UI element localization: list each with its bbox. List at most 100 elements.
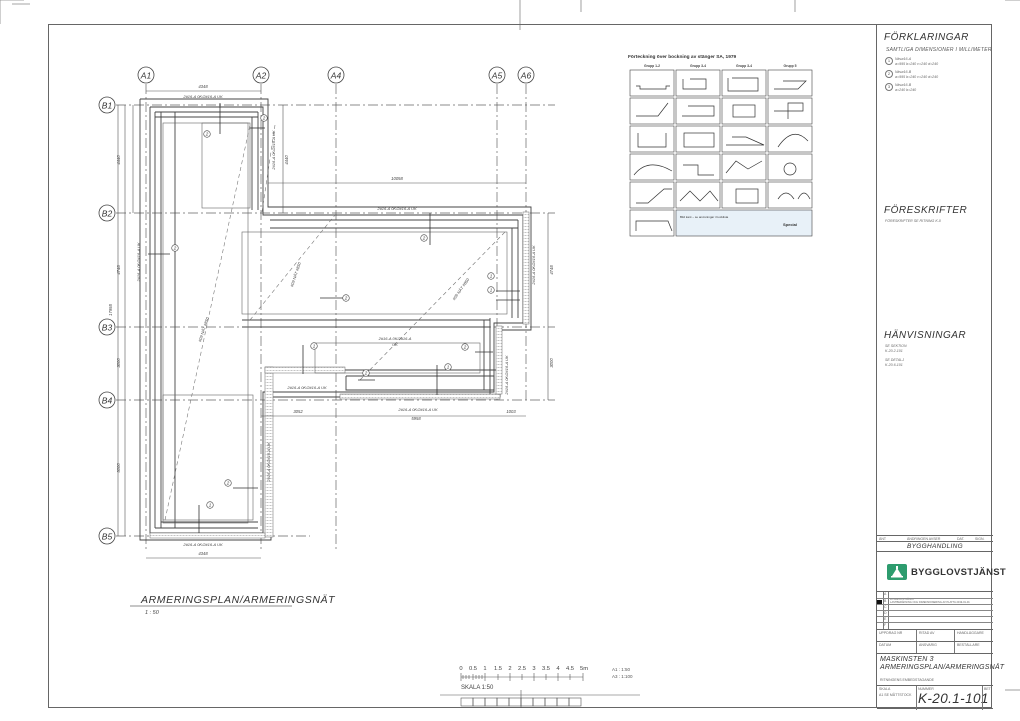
fields-row-2: DATUM ANSVARIG BESTÄLLARE [877, 641, 993, 653]
revision-header-row: ÄNT ÄNDRINGEN AVSER DAT. SIGN. [877, 535, 993, 541]
svg-text:B3: B3 [102, 323, 113, 333]
svg-text:1003: 1003 [506, 409, 516, 414]
grid-bubble-b5: B5 [98, 527, 116, 545]
svg-text:17958: 17958 [108, 304, 113, 316]
svg-text:2: 2 [364, 371, 368, 376]
svg-text:A4: A4 [330, 71, 342, 81]
sheet-subject: ARMERINGSPLAN/ARMERINGSNÄT [880, 664, 1005, 671]
svg-text:#09 NÄT #850: #09 NÄT #850 [289, 261, 302, 288]
revision-marker [877, 600, 882, 605]
project-title-row: MASKINSTEN 3 ARMERINGSPLAN/ARMERINGSNÄT … [877, 653, 1004, 685]
legend-subtitle: SAMTLIGA DIMENSIONER I MILLIMETER [886, 47, 992, 53]
svg-text:Bild kant – se anvisningar i b: Bild kant – se anvisningar i bocklista [680, 215, 729, 219]
position-markers: 2 2 2 2 2 1 1 1 1 2 2 2 1 [171, 114, 495, 509]
svg-text:1: 1 [209, 503, 212, 508]
company-name: BYGGLOVSTJÄNST [911, 567, 1006, 578]
svg-text:3000: 3000 [116, 358, 121, 368]
marker-2: 2 [461, 343, 469, 351]
svg-text:2#16-A 0K/2#16-A UK: 2#16-A 0K/2#16-A UK [376, 206, 417, 211]
grid-column-bubbles: A1 A2 A4 A5 A6 [137, 66, 535, 84]
svg-text:4: 4 [556, 666, 560, 672]
drawing-number: K-20.1-101 [918, 691, 989, 706]
svg-text:2#16-A 0K/2#16-A UK: 2#16-A 0K/2#16-A UK [266, 442, 271, 483]
marker-1: 1 [444, 363, 452, 371]
svg-text:2#16-A 0K/2#16-A UK: 2#16-A 0K/2#16-A UK [182, 542, 223, 547]
svg-text:2#16-A 0K/2#16-A UK: 2#16-A 0K/2#16-A UK [286, 385, 327, 390]
svg-text:3052: 3052 [293, 409, 303, 414]
svg-text:2#16-A 0K/2#16-A UK: 2#16-A 0K/2#16-A UK [504, 355, 509, 396]
svg-text:4348: 4348 [198, 551, 208, 556]
bending-table-title: Förteckning över bockning av stänger SA,… [628, 55, 737, 60]
marker-2: 2 [342, 294, 350, 302]
svg-text:A5: A5 [491, 71, 503, 81]
grid-lines [116, 84, 555, 550]
svg-text:2: 2 [205, 132, 209, 137]
svg-text:B2: B2 [102, 209, 113, 219]
reference-value: K-20.6-101 [885, 363, 903, 367]
project-name: MASKINSTEN 3 [880, 656, 934, 663]
drawing-scale: 1 : 50 [145, 610, 160, 616]
dimension-text: 4348 10058 4440 4440 4748 17958 3000 500… [108, 84, 554, 556]
legend-number-badge: 3 [885, 83, 893, 91]
svg-text:A1 : 1:50: A1 : 1:50 [612, 667, 631, 672]
scale-bar: 0 0.5 1 1.5 2 2.5 3 3.5 4 4.5 5m SKALA 1… [440, 666, 640, 708]
svg-text:4748: 4748 [116, 265, 121, 275]
svg-text:5000: 5000 [116, 463, 121, 473]
svg-text:Grupp 3-4: Grupp 3-4 [736, 64, 752, 68]
svg-text:3: 3 [532, 666, 535, 672]
svg-text:#09 NÄT #850: #09 NÄT #850 [451, 277, 470, 302]
grid-row-bubbles: B1 B2 B3 B4 B5 [98, 96, 116, 545]
svg-text:B5: B5 [102, 532, 113, 542]
marker-2: 2 [171, 244, 179, 252]
svg-text:B1: B1 [102, 101, 113, 111]
svg-text:2: 2 [262, 116, 266, 121]
svg-text:Grupp 1-2: Grupp 1-2 [644, 64, 660, 68]
mesh-diagonals [164, 124, 506, 521]
svg-text:2#16-A 0K/2#16-A UK: 2#16-A 0K/2#16-A UK [397, 407, 438, 412]
svg-text:Special: Special [783, 222, 797, 227]
rules-text: FÖRESKRIFTER SE RITNING K-0 [885, 219, 941, 223]
svg-text:B4: B4 [102, 396, 113, 406]
reinforcement-plan-drawing: A1 A2 A4 A5 A6 B1 B2 B3 B4 B5 [98, 66, 640, 708]
svg-text:3.5: 3.5 [542, 666, 550, 672]
legend-number-badge: 2 [885, 70, 893, 78]
svg-text:1: 1 [490, 274, 493, 279]
grid-bubble-a1: A1 [137, 66, 155, 84]
svg-text:2: 2 [463, 345, 467, 350]
svg-text:Grupp 5: Grupp 5 [784, 64, 797, 68]
right-info-panel: FÖRKLARINGAR SAMTLIGA DIMENSIONER I MILL… [876, 24, 1006, 710]
svg-text:1: 1 [447, 365, 450, 370]
drawing-number-row: SKALA A1 SE MÅTTSTOCK NUMMER K-20.1-101 … [877, 685, 993, 710]
company-logo-row: BYGGLOVSTJÄNST [877, 551, 1006, 591]
svg-text:1: 1 [313, 344, 316, 349]
svg-text:2: 2 [344, 296, 348, 301]
marker-1: 1 [310, 342, 318, 350]
svg-text:A2: A2 [255, 71, 267, 81]
grid-bubble-b4: B4 [98, 391, 116, 409]
rebar-leaders [148, 103, 520, 533]
grid-bubble-a2: A2 [252, 66, 270, 84]
marker-2: 2 [260, 114, 268, 122]
svg-text:2#16-A 0K/2#16-A: 2#16-A 0K/2#16-A [378, 336, 412, 341]
grid-bubble-a5: A5 [488, 66, 506, 84]
svg-text:UK: UK [392, 342, 398, 347]
bending-table-grid: Grupp 1-2 Grupp 3-4 Grupp 3-4 Grupp 5 [629, 64, 813, 237]
legend-title: FÖRKLARINGAR [884, 32, 969, 43]
svg-text:SKALA 1:50: SKALA 1:50 [461, 685, 494, 691]
dimension-lines [117, 90, 549, 559]
status-text: BYGGHANDLING [907, 543, 963, 550]
bending-schedule-table: Förteckning över bockning av stänger SA,… [628, 55, 828, 240]
svg-text:10058: 10058 [391, 176, 403, 181]
marker-2: 2 [420, 234, 428, 242]
status-row: BYGGHANDLING [877, 541, 993, 551]
svg-text:2#16-A 0K/2#16-A UK: 2#16-A 0K/2#16-A UK [182, 94, 223, 99]
legend-number-badge: 1 [885, 57, 893, 65]
marker-1: 1 [206, 501, 214, 509]
rules-title: FÖRESKRIFTER [884, 205, 968, 216]
drawing-title: ARMERINGSPLAN/ARMERINGSNÄT [140, 594, 336, 606]
company-logo-icon [887, 564, 907, 580]
svg-text:2.5: 2.5 [518, 666, 526, 672]
marker-2: 2 [224, 479, 232, 487]
svg-text:A1: A1 [140, 71, 152, 81]
reference-label: SE DETALJ [885, 358, 904, 362]
